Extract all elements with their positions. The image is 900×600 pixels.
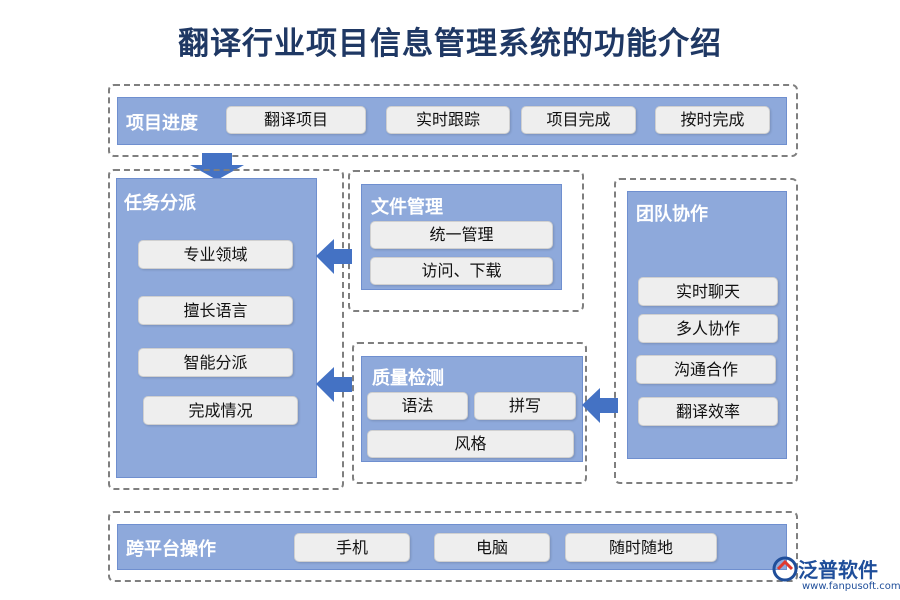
platform-item-phone: 手机 xyxy=(294,533,410,562)
dispatch-item-status: 完成情况 xyxy=(143,396,298,425)
progress-section xyxy=(108,84,798,157)
quality-item-style: 风格 xyxy=(367,430,574,458)
quality-label: 质量检测 xyxy=(372,368,444,389)
logo-url: www.fanpusoft.com xyxy=(802,581,900,592)
platform-label: 跨平台操作 xyxy=(126,539,216,560)
quality-item-grammar: 语法 xyxy=(367,392,468,420)
quality-section xyxy=(352,342,587,484)
platform-section xyxy=(108,511,798,582)
team-item-efficiency: 翻译效率 xyxy=(638,397,778,426)
progress-label: 项目进度 xyxy=(126,113,198,134)
left-arrow-icon xyxy=(316,367,352,402)
dispatch-item-smart: 智能分派 xyxy=(138,348,293,377)
files-item-unified: 统一管理 xyxy=(370,221,553,249)
brand-logo: 泛普软件 www.fanpusoft.com xyxy=(772,552,900,596)
dispatch-section xyxy=(108,169,344,490)
files-section xyxy=(348,170,584,312)
files-item-access-download: 访问、下载 xyxy=(370,257,553,285)
progress-item-project-complete: 项目完成 xyxy=(521,106,636,134)
quality-item-spelling: 拼写 xyxy=(474,392,576,420)
dispatch-item-language: 擅长语言 xyxy=(138,296,293,325)
progress-item-realtime-tracking: 实时跟踪 xyxy=(386,106,510,134)
down-arrow-icon xyxy=(190,153,244,180)
logo-name: 泛普软件 xyxy=(798,558,878,582)
progress-item-translate-project: 翻译项目 xyxy=(226,106,366,134)
platform-item-anywhere: 随时随地 xyxy=(565,533,717,562)
files-label: 文件管理 xyxy=(371,197,443,218)
team-item-communicate: 沟通合作 xyxy=(636,355,776,384)
team-item-chat: 实时聊天 xyxy=(638,277,778,306)
left-arrow-icon xyxy=(582,388,618,423)
team-section xyxy=(614,178,798,484)
team-label: 团队协作 xyxy=(636,204,708,225)
dispatch-item-domain: 专业领域 xyxy=(138,240,293,269)
dispatch-label: 任务分派 xyxy=(124,193,196,214)
page-title: 翻译行业项目信息管理系统的功能介绍 xyxy=(178,26,722,62)
team-item-collab: 多人协作 xyxy=(638,314,778,343)
platform-item-computer: 电脑 xyxy=(434,533,550,562)
left-arrow-icon xyxy=(316,239,352,274)
progress-item-on-time: 按时完成 xyxy=(655,106,770,134)
dispatch-panel xyxy=(116,178,317,478)
logo-icon xyxy=(772,556,798,582)
